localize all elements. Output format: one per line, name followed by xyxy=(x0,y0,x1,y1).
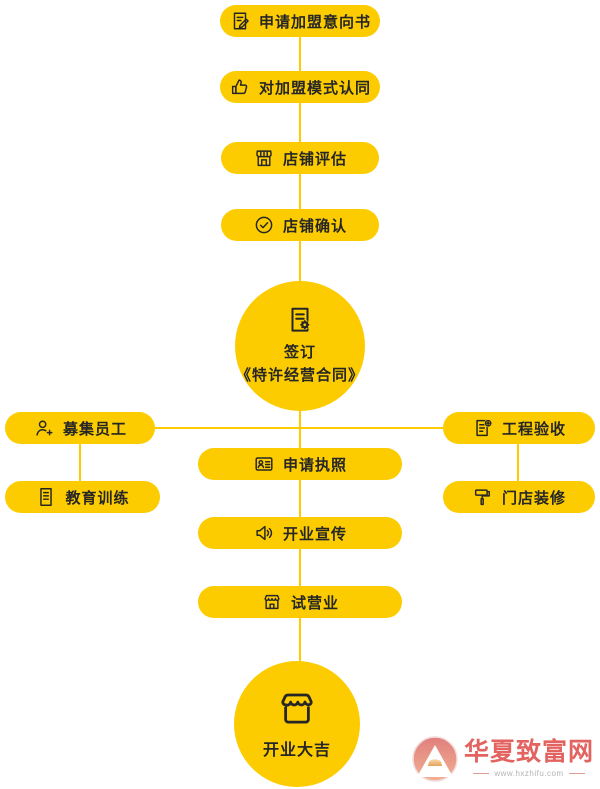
step-recruit-staff: 募集员工 xyxy=(5,412,155,444)
site-name: 华夏致富网 xyxy=(463,738,594,766)
step-label: 店铺确认 xyxy=(282,217,347,235)
step-grand-opening: 开业大吉 xyxy=(234,661,360,787)
storefront-icon xyxy=(256,150,272,167)
site-logo-text: 华夏致富网 www.hxzhifu.com xyxy=(463,738,594,779)
connector-line-right xyxy=(517,428,519,497)
step-apply-license: 申请执照 xyxy=(198,448,402,480)
step-apply-intent-letter: 申请加盟意向书 xyxy=(220,5,380,37)
step-opening-promotion: 开业宣传 xyxy=(198,517,402,549)
site-url: www.hxzhifu.com xyxy=(494,769,564,778)
step-project-acceptance: 工程验收 xyxy=(443,412,595,444)
url-dash-left xyxy=(473,773,490,774)
check-circle-icon xyxy=(255,216,273,234)
id-card-icon xyxy=(255,457,273,471)
step-label: 开业大吉 xyxy=(262,742,331,759)
step-label: 店铺评估 xyxy=(282,150,347,168)
step-label: 工程验收 xyxy=(501,420,566,438)
watermark-logo: 华夏致富网 www.hxzhifu.com xyxy=(412,736,594,782)
site-logo-icon xyxy=(412,736,458,782)
step-label: 对加盟模式认同 xyxy=(258,79,371,97)
step-label: 申请加盟意向书 xyxy=(258,13,371,31)
megaphone-icon xyxy=(256,525,273,541)
connector-line-branch-horizontal xyxy=(80,427,518,429)
notebook-icon xyxy=(40,488,53,506)
step-label: 募集员工 xyxy=(62,420,127,438)
step-label: 门店装修 xyxy=(501,489,566,507)
step-label: 开业宣传 xyxy=(282,525,347,543)
contract-seal-icon xyxy=(291,307,310,332)
connector-line-left xyxy=(79,428,81,497)
step-store-confirmation: 店铺确认 xyxy=(221,209,379,241)
step-label: 教育训练 xyxy=(65,489,130,507)
step-trial-operation: 试营业 xyxy=(198,586,402,618)
person-add-icon xyxy=(36,420,53,436)
thumbs-up-icon xyxy=(231,79,248,95)
site-url-row: www.hxzhifu.com xyxy=(473,769,585,778)
document-badge-icon xyxy=(476,419,493,437)
url-dash-right xyxy=(568,773,585,774)
shop-icon xyxy=(264,594,280,610)
step-label: 签订 《特许经营合同》 xyxy=(235,343,364,384)
step-store-decoration: 门店装修 xyxy=(443,481,595,513)
step-sign-franchise-contract: 签订 《特许经营合同》 xyxy=(235,281,365,411)
step-agree-model: 对加盟模式认同 xyxy=(220,71,380,103)
shop-awning-icon xyxy=(281,693,313,724)
paint-roller-icon xyxy=(474,489,490,506)
step-education-training: 教育训练 xyxy=(5,481,160,513)
document-pen-icon xyxy=(233,12,249,30)
step-store-evaluation: 店铺评估 xyxy=(221,142,379,174)
step-label: 申请执照 xyxy=(282,456,347,474)
step-label: 试营业 xyxy=(290,594,339,612)
